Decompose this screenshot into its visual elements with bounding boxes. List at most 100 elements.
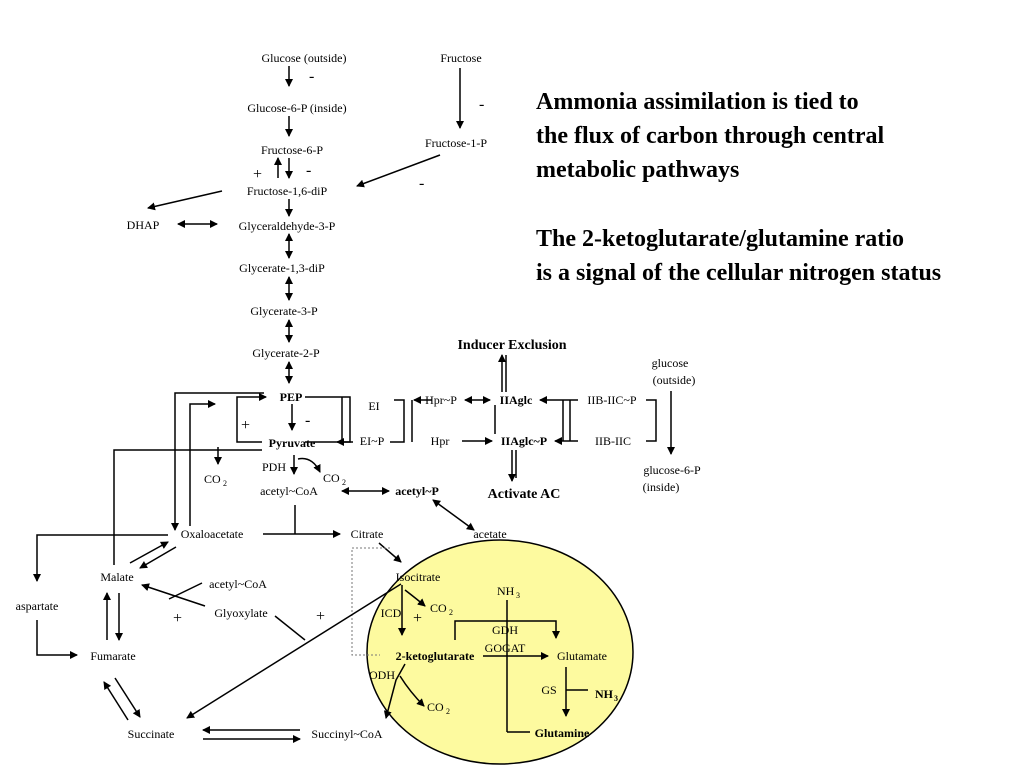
arrow-pep-to-oaa bbox=[189, 400, 216, 526]
label-co2-pdh: CO bbox=[323, 471, 340, 485]
headline-2-line-2: is a signal of the cellular nitrogen sta… bbox=[536, 260, 942, 286]
label-gs: GS bbox=[541, 683, 556, 697]
label-succinyl-coa: Succinyl~CoA bbox=[311, 727, 382, 741]
label-nh3-top: NH bbox=[497, 584, 515, 598]
sign-minus-fructose: - bbox=[479, 96, 484, 113]
sign-minus-f1p: - bbox=[419, 175, 424, 192]
label-glycerate-3p: Glycerate-3-P bbox=[250, 304, 318, 318]
label-glyoxylate: Glyoxylate bbox=[214, 606, 267, 620]
glyoxylate-to-isocitrate-line bbox=[274, 615, 306, 641]
akg-to-succinylcoa-curve bbox=[383, 663, 406, 719]
subscript-nh3-top: 3 bbox=[516, 591, 520, 600]
label-iib-iic-p: IIB-IIC~P bbox=[587, 393, 636, 407]
acetylcoa-into-glyoxylate bbox=[168, 582, 203, 600]
subscript-co2-pdh: 2 bbox=[342, 478, 346, 487]
label-pdh: PDH bbox=[262, 460, 286, 474]
label-aspartate: aspartate bbox=[16, 599, 59, 613]
label-pep: PEP bbox=[280, 390, 303, 404]
label-pyruvate: Pyruvate bbox=[269, 436, 316, 450]
arrow-pyruvate-to-pep bbox=[236, 393, 267, 443]
label-inside-paren: (inside) bbox=[643, 480, 680, 494]
headline-1-line-1: Ammonia assimilation is tied to bbox=[536, 89, 859, 115]
arrow-gdh bbox=[454, 620, 560, 640]
label-gogat: GOGAT bbox=[485, 641, 526, 655]
label-glutamine: Glutamine bbox=[535, 726, 590, 740]
label-iiaglc-p: IIAglc~P bbox=[501, 434, 547, 448]
arrow-odh-co2 bbox=[399, 675, 425, 707]
label-gdh: GDH bbox=[492, 623, 518, 637]
label-glutamate: Glutamate bbox=[557, 649, 607, 663]
label-fructose-1p: Fructose-1-P bbox=[425, 136, 487, 150]
pts-bracket-left bbox=[305, 396, 351, 443]
subscript-co2-pep: 2 bbox=[223, 479, 227, 488]
arrow-fumarate-to-succinate bbox=[114, 677, 141, 718]
label-2-ketoglutarate: 2-ketoglutarate bbox=[396, 649, 475, 663]
headline-ketoglutarate-ratio: The 2-ketoglutarate/glutamine ratio is a… bbox=[536, 222, 941, 290]
label-ei-p: EI~P bbox=[360, 434, 385, 448]
sign-plus-icd: + bbox=[413, 610, 422, 627]
label-activate-ac: Activate AC bbox=[488, 487, 561, 502]
arrow-glyoxylate-to-malate bbox=[141, 583, 206, 607]
pts-bracket-far bbox=[646, 399, 657, 442]
headline-ammonia-assimilation: Ammonia assimilation is tied to the flux… bbox=[536, 85, 884, 187]
label-fructose: Fructose bbox=[440, 51, 481, 65]
label-acetyl-coa: acetyl~CoA bbox=[260, 484, 318, 498]
label-oxaloacetate: Oxaloacetate bbox=[181, 527, 244, 541]
sign-plus-glyoxylate: + bbox=[173, 610, 182, 627]
pts-bracket-mid bbox=[390, 399, 405, 443]
sign-plus-acetylcoa: + bbox=[316, 608, 325, 625]
label-glucose-small: glucose bbox=[652, 356, 689, 370]
label-acetate: acetate bbox=[473, 527, 506, 541]
arrow-succinate-to-fumarate bbox=[103, 681, 129, 721]
sign-minus-pep: - bbox=[305, 412, 310, 429]
label-co2-pep: CO bbox=[204, 472, 221, 486]
sign-plus-f6p: + bbox=[253, 166, 262, 183]
subscript-co2-icd: 2 bbox=[449, 608, 453, 617]
arrow-pdh-co2 bbox=[297, 457, 321, 473]
arrow-icd-co2 bbox=[404, 589, 426, 607]
sign-minus-f6p: - bbox=[306, 162, 311, 179]
arrow-acetylp-acetate bbox=[432, 499, 475, 531]
subscript-co2-odh: 2 bbox=[446, 707, 450, 716]
headline-2-line-1: The 2-ketoglutarate/glutamine ratio bbox=[536, 226, 904, 252]
subscript-nh3-gs: 3 bbox=[614, 694, 618, 703]
headline-1-line-2: the flux of carbon through central bbox=[536, 123, 885, 149]
arrow-oaa-to-aspartate bbox=[33, 534, 168, 582]
arrow-malate-to-pyruvate bbox=[113, 449, 262, 565]
label-hpr: Hpr bbox=[431, 434, 450, 448]
label-fumarate: Fumarate bbox=[90, 649, 135, 663]
arrow-pep-to-oaa-left bbox=[171, 392, 264, 531]
label-ei: EI bbox=[368, 399, 379, 413]
arrow-isocitrate-to-succinate bbox=[186, 583, 402, 719]
label-succinate: Succinate bbox=[128, 727, 175, 741]
label-malate: Malate bbox=[100, 570, 133, 584]
label-iib-iic: IIB-IIC bbox=[595, 434, 631, 448]
label-glucose-outside: Glucose (outside) bbox=[262, 51, 347, 65]
label-glycerate-13dip: Glycerate-1,3-diP bbox=[239, 261, 325, 275]
label-fructose-6p: Fructose-6-P bbox=[261, 143, 323, 157]
headline-1-line-3: metabolic pathways bbox=[536, 157, 740, 183]
label-glycerate-2p: Glycerate-2-P bbox=[252, 346, 320, 360]
arrow-malate-to-oaa bbox=[129, 541, 169, 564]
arrow-f1p-to-fbp bbox=[356, 154, 441, 188]
label-co2-odh: CO bbox=[427, 700, 444, 714]
label-odh: ODH bbox=[369, 668, 395, 682]
label-isocitrate: Isocitrate bbox=[396, 570, 441, 584]
label-fructose-16dip: Fructose-1,6-diP bbox=[247, 184, 328, 198]
arrow-fbp-to-dhap bbox=[147, 190, 223, 211]
sign-minus-glucose: - bbox=[309, 68, 314, 85]
arrow-citrate-isocitrate bbox=[378, 542, 402, 563]
label-hpr-p: Hpr~P bbox=[425, 393, 457, 407]
label-dhap: DHAP bbox=[127, 218, 160, 232]
label-acetyl-p: acetyl~P bbox=[395, 484, 439, 498]
label-co2-icd: CO bbox=[430, 601, 447, 615]
label-inducer-exclusion: Inducer Exclusion bbox=[457, 338, 566, 353]
arrow-oaa-to-malate bbox=[139, 546, 177, 569]
label-icd: ICD bbox=[381, 606, 402, 620]
label-iiaglc: IIAglc bbox=[500, 393, 533, 407]
label-glucose-6p-small: glucose-6-P bbox=[643, 463, 701, 477]
label-glyceraldehyde-3p: Glyceraldehyde-3-P bbox=[239, 219, 336, 233]
label-citrate: Citrate bbox=[351, 527, 384, 541]
